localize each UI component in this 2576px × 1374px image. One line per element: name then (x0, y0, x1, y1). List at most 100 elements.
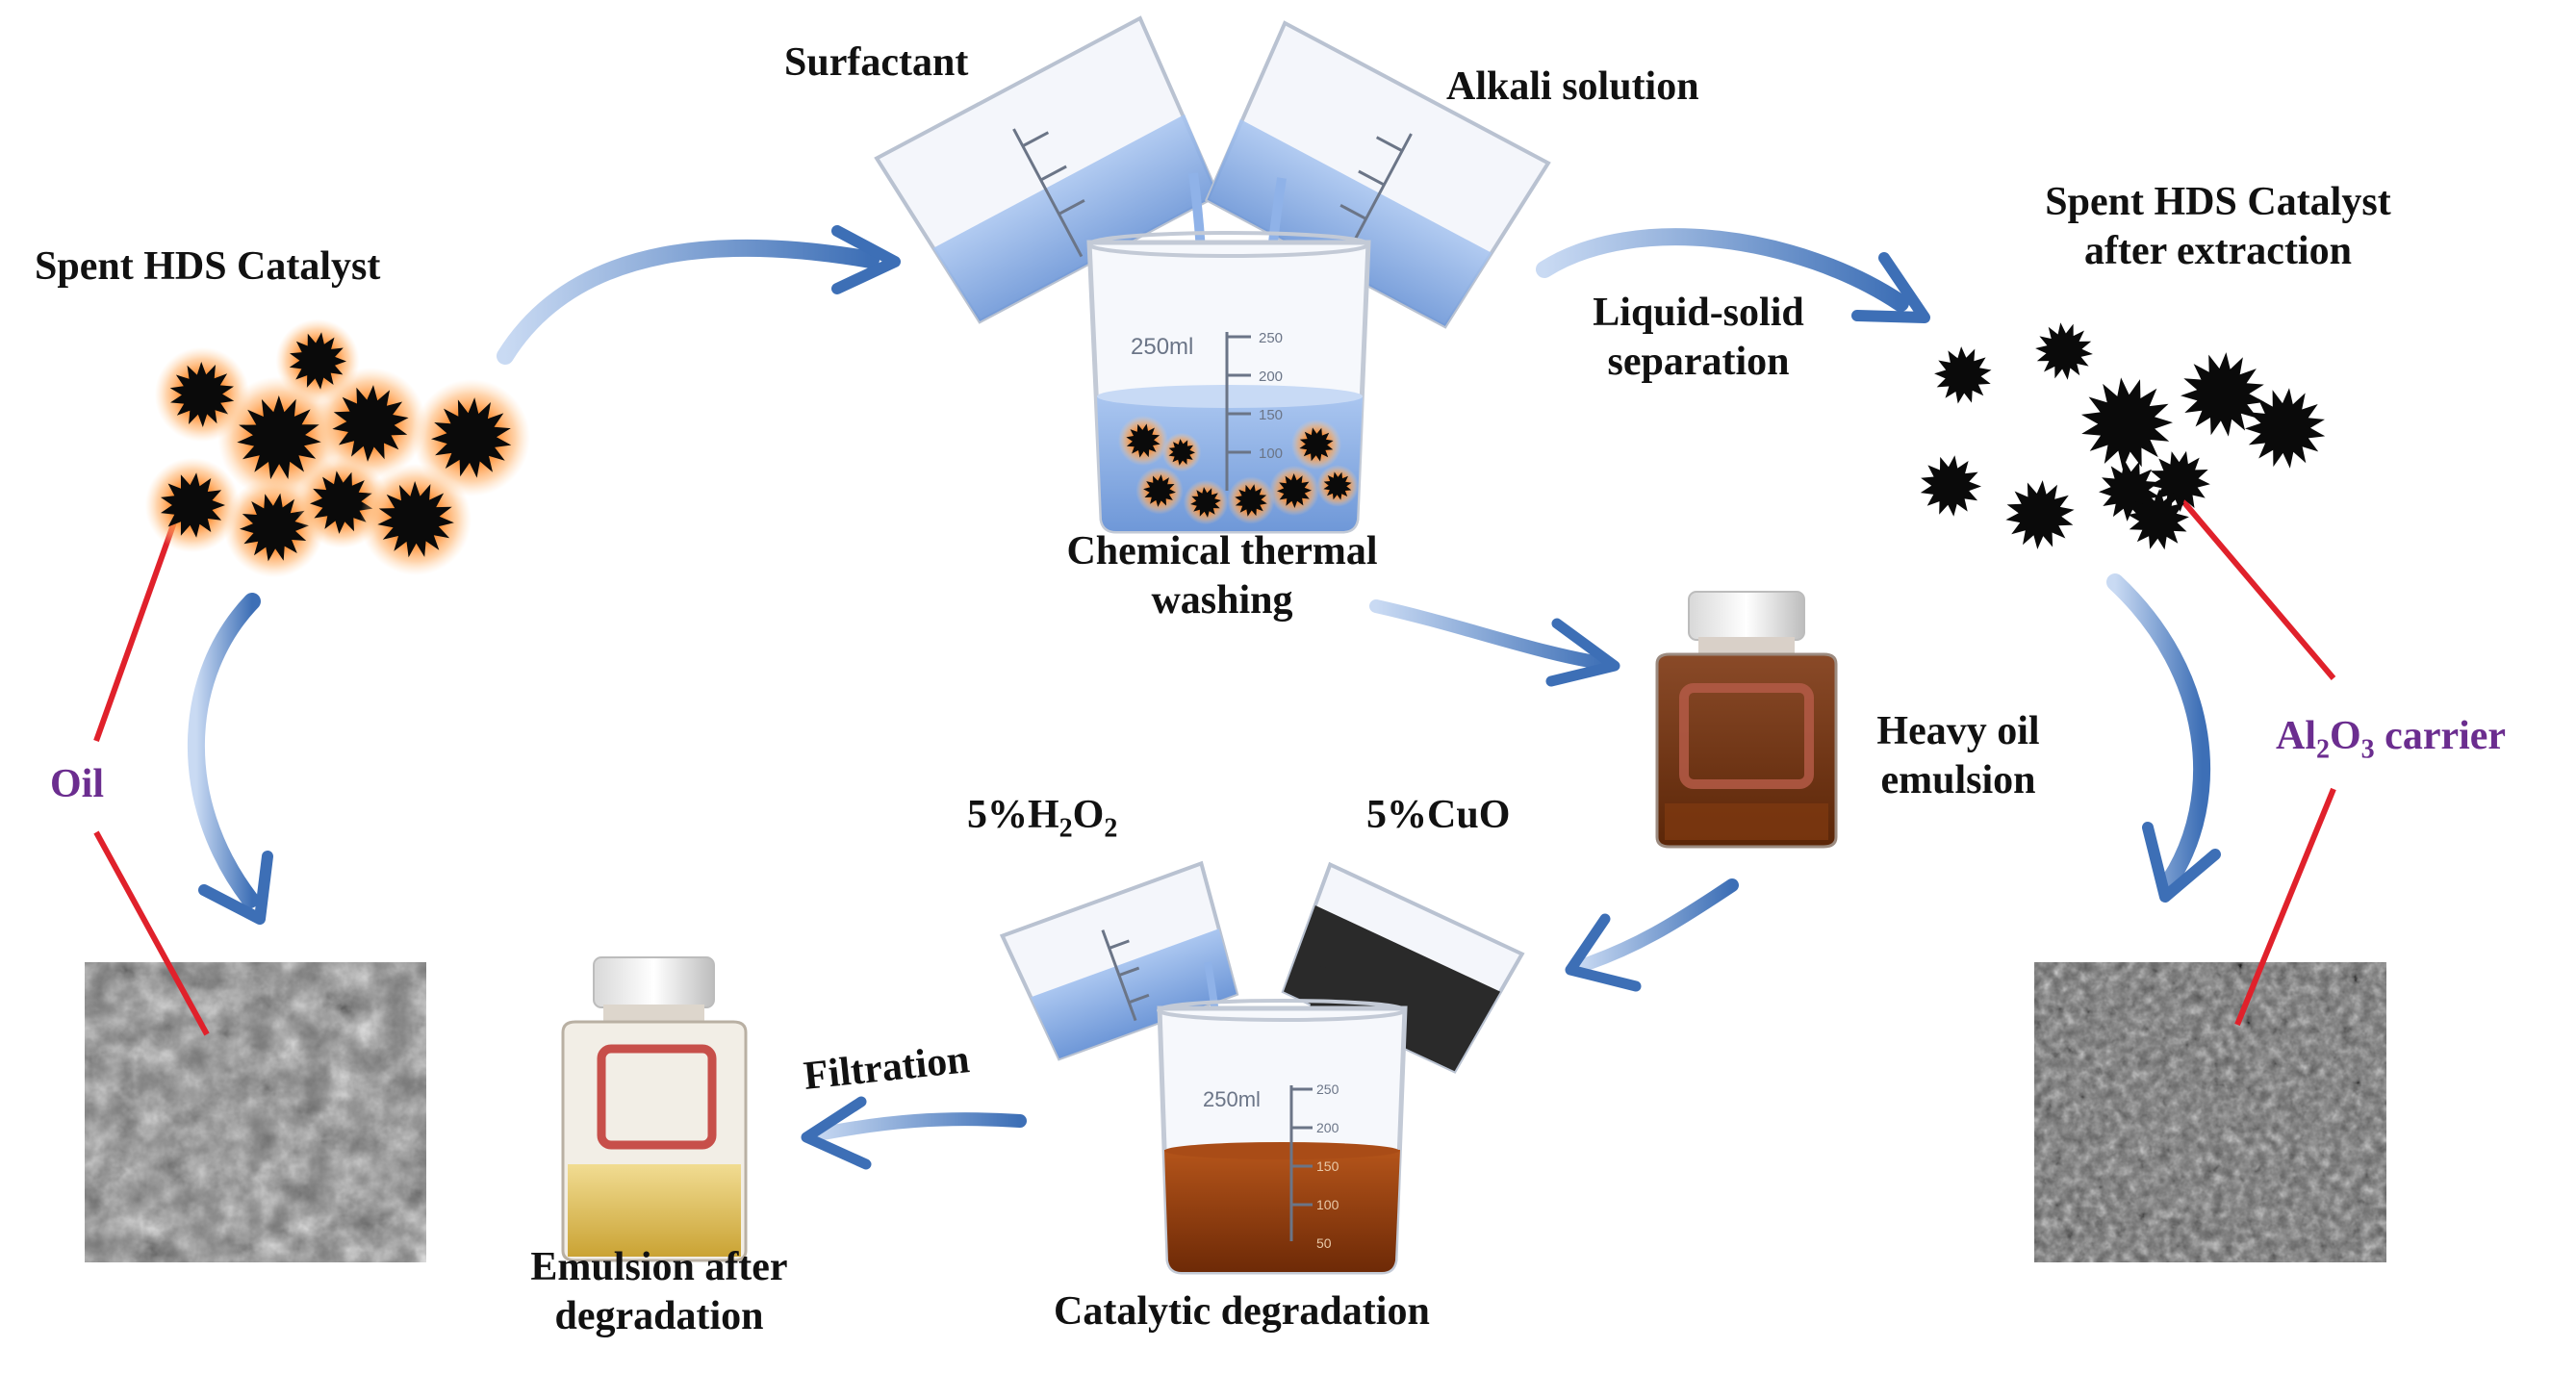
catalyst-particle (2245, 388, 2326, 469)
flow-arrows (188, 225, 2221, 1170)
beaker-degradation: 250ml 250 200 150 100 50 (1157, 999, 1408, 1275)
label-al2o3-carrier: Al2O3 carrier (2276, 712, 2506, 767)
connector-al2o3-top (2180, 498, 2336, 680)
label-oil: Oil (50, 762, 105, 806)
beaker-degradation-tick-150: 150 (1316, 1158, 1339, 1174)
label-al2o3-sub2: 2 (2316, 734, 2330, 765)
arrow-to-separation-head (1851, 252, 1930, 323)
arrow-to-washing (497, 239, 880, 365)
beaker-degradation-tick-200: 200 (1316, 1120, 1339, 1135)
catalyst-particle (1934, 346, 1992, 404)
catalyst-particle (1143, 474, 1176, 507)
catalyst-particle (1126, 423, 1160, 458)
arrow-to-oil-sem (188, 593, 261, 908)
label-heavy-oil-line2: emulsion (1880, 758, 2036, 803)
beaker-washing-tick-150: 150 (1259, 407, 1283, 423)
catalyst-particle (237, 395, 321, 480)
label-after-extraction-line2: after extraction (2084, 229, 2352, 274)
arrow-to-al2o3-sem-head (2142, 822, 2221, 903)
beaker-degradation-volume: 250ml (1203, 1087, 1261, 1111)
beaker-washing-tick-200: 200 (1259, 369, 1283, 385)
label-liquid-solid-line1: Liquid-solid (1593, 291, 1804, 335)
connector-lines (93, 498, 2336, 1036)
label-heavy-oil-emulsion: Heavy oil emulsion (1838, 707, 2079, 805)
beaker-washing-tick-100: 100 (1259, 445, 1283, 462)
catalyst-particle (2005, 480, 2075, 549)
label-after-extraction-line1: Spent HDS Catalyst (2045, 180, 2391, 224)
catalyst-particle (332, 385, 409, 462)
bottle-heavy-oil (1655, 591, 1838, 849)
label-h2o2: 5%H2O2 (967, 791, 1117, 846)
label-catalytic-degradation: Catalytic degradation (1054, 1289, 1430, 1334)
label-al2o3-al: Al (2276, 714, 2316, 758)
label-alkali-solution: Alkali solution (1446, 64, 1699, 109)
catalyst-particle (1235, 484, 1267, 517)
label-al2o3-carrier-word: carrier (2374, 714, 2507, 758)
label-liquid-solid-line2: separation (1607, 340, 1790, 385)
sem-image-al2o3 (2034, 962, 2386, 1262)
beaker-alkali (1204, 20, 1551, 329)
label-chemical-washing-line2: washing (1151, 578, 1293, 623)
catalyst-particle (377, 481, 454, 558)
connector-al2o3-bottom (2234, 787, 2336, 1027)
arrow-to-degradation (1571, 878, 1739, 974)
label-heavy-oil-line1: Heavy oil (1876, 709, 2040, 753)
bottle-emulsion-after (561, 956, 748, 1262)
beaker-degradation-tick-100: 100 (1316, 1197, 1339, 1212)
arrow-to-degradation-head (1565, 913, 1642, 992)
arrow-to-al2o3-sem (2106, 573, 2211, 889)
catalyst-particle (2149, 450, 2210, 512)
label-chemical-washing: Chemical thermal washing (1020, 527, 1424, 625)
beaker-washing-volume: 250ml (1131, 334, 1193, 360)
label-emulsion-after-line2: degradation (554, 1294, 764, 1339)
label-emulsion-after-degradation: Emulsion after degradation (500, 1243, 818, 1341)
catalyst-particle (2128, 489, 2189, 550)
catalyst-particle (240, 493, 309, 562)
catalyst-particle (310, 471, 373, 534)
label-al2o3-o: O (2330, 714, 2361, 758)
arrow-to-separation (1536, 228, 1909, 312)
beaker-cuo (1281, 861, 1525, 1074)
label-h2o2-pre: 5%H (967, 793, 1059, 837)
catalyst-particle (2080, 377, 2173, 470)
catalyst-particle (169, 362, 235, 427)
label-h2o2-sub1: 2 (1058, 813, 1073, 844)
label-al2o3-sub3: 3 (2360, 734, 2375, 765)
connector-oil-bottom (93, 830, 210, 1036)
sem-image-oil (85, 962, 426, 1262)
label-liquid-solid-separation: Liquid-solid separation (1559, 289, 1838, 387)
arrow-filtration-head (801, 1096, 872, 1170)
label-after-extraction: Spent HDS Catalyst after extraction (2002, 178, 2435, 276)
arrow-to-oil-sem-head (198, 851, 273, 925)
catalyst-particle (431, 397, 512, 478)
arrow-filtration (806, 1112, 1027, 1142)
spent-catalyst-cluster (144, 318, 530, 578)
beaker-washing-tick-250: 250 (1259, 330, 1283, 346)
catalyst-particle (289, 332, 346, 390)
extracted-catalyst-cluster (1920, 322, 2326, 550)
catalyst-particle (1168, 439, 1195, 466)
catalyst-particle (1277, 473, 1312, 508)
beaker-degradation-tick-50: 50 (1316, 1235, 1332, 1251)
beaker-degradation-tick-250: 250 (1316, 1081, 1339, 1097)
label-emulsion-after-line1: Emulsion after (530, 1245, 788, 1289)
catalyst-particle (1920, 455, 1981, 517)
connector-oil-top (93, 518, 178, 743)
label-surfactant: Surfactant (784, 40, 969, 85)
arrow-to-washing-head (831, 225, 901, 294)
label-h2o2-sub2: 2 (1104, 813, 1118, 844)
arrow-to-heavy-oil-head (1545, 618, 1620, 687)
catalyst-particle (1323, 471, 1352, 500)
label-h2o2-o: O (1072, 793, 1105, 837)
catalyst-particle (1299, 427, 1334, 462)
washing-particles (1117, 415, 1359, 525)
label-cuo: 5%CuO (1366, 793, 1511, 837)
arrow-to-heavy-oil (1369, 599, 1614, 671)
catalyst-particle (161, 472, 225, 538)
label-chemical-washing-line1: Chemical thermal (1066, 529, 1378, 573)
catalyst-particle (1190, 487, 1221, 518)
label-spent-catalyst: Spent HDS Catalyst (35, 244, 381, 289)
catalyst-particle (2181, 352, 2265, 437)
